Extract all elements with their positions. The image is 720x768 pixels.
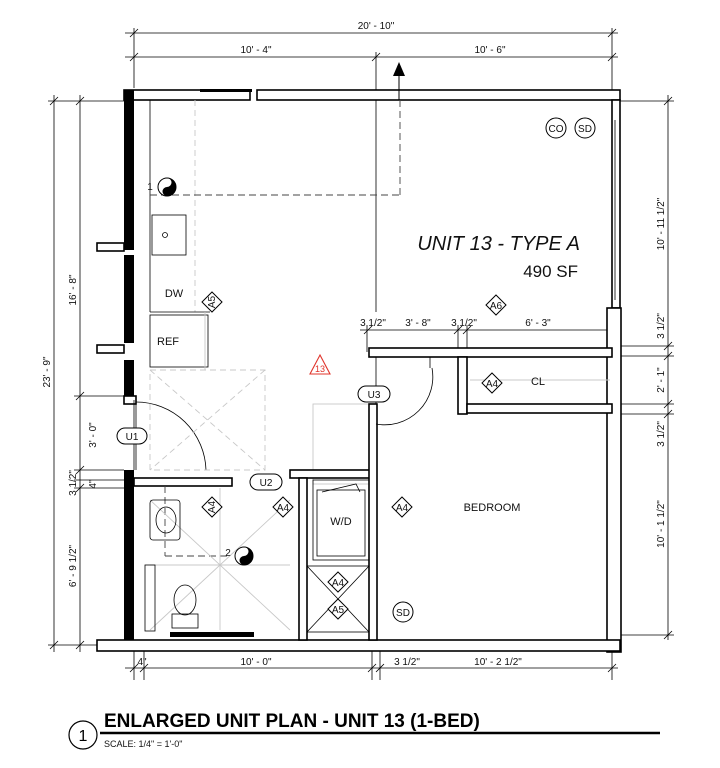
dim-right-wall-b: 3 1/2" <box>656 421 667 447</box>
dim-right-upper: 10' - 11 1/2" <box>656 197 667 250</box>
dim-bottom-b: 10' - 0" <box>240 657 271 668</box>
dim-top-left: 10' - 4" <box>240 45 271 56</box>
ref-label: REF <box>157 336 179 348</box>
dim-left-wall-a: 3 1/2" <box>68 470 79 496</box>
kitchen <box>149 100 401 370</box>
unit-area: 490 SF <box>523 262 578 281</box>
title-block: 1 ENLARGED UNIT PLAN - UNIT 13 (1-BED) S… <box>68 711 660 750</box>
u3-label: U3 <box>368 390 381 401</box>
laundry <box>306 403 378 641</box>
dim-closet-c: 3 1/2" <box>451 318 477 329</box>
co-detector-icon: CO <box>545 117 567 139</box>
tag-a5-shaft: A5 <box>327 598 349 620</box>
dim-right-closet: 2' - 1" <box>656 367 667 393</box>
tag-a4-bath: A4 <box>201 496 223 518</box>
tag-a4-wd-left: A4 <box>272 496 294 518</box>
a4-bath-label: A4 <box>207 500 218 513</box>
dim-bottom-a: 4" <box>137 657 147 668</box>
north-arrow-icon <box>393 62 405 100</box>
unit-title: UNIT 13 - TYPE A <box>417 233 580 255</box>
a4-wd-left-label: A4 <box>277 503 290 514</box>
dim-bottom-c: 3 1/2" <box>394 657 420 668</box>
tag-a5-kitchen: A5 <box>201 291 223 313</box>
tag-u2: U2 <box>249 473 283 491</box>
sd-bottom-label: SD <box>396 608 410 619</box>
dim-closet-a: 3 1/2" <box>360 318 386 329</box>
tag-a4-closet: A4 <box>481 372 503 394</box>
closet-label: CL <box>531 376 545 388</box>
smoke-detector-bottom-icon: SD <box>392 601 414 623</box>
a5-shaft-label: A5 <box>332 605 345 616</box>
dim-closet-d: 6' - 3" <box>525 318 551 329</box>
detail-1-label: 1 <box>147 182 153 193</box>
dim-overall-width: 20' - 10" <box>358 21 395 32</box>
revision-triangle-icon: 13 <box>309 353 331 375</box>
tag-a6: A6 <box>485 294 507 316</box>
smoke-detector-icon: SD <box>574 117 596 139</box>
dim-left-overall: 23' - 9" <box>42 356 53 387</box>
tag-a4-wd-right: A4 <box>391 496 413 518</box>
dim-bottom-d: 10' - 2 1/2" <box>474 657 522 668</box>
ceiling-ghost <box>149 369 370 485</box>
u1-label: U1 <box>126 432 139 443</box>
dimension-lines <box>48 28 674 680</box>
tag-u3: U3 <box>357 385 391 403</box>
tag-u1: U1 <box>116 427 148 445</box>
drawing-number: 1 <box>79 728 88 745</box>
detail-marker-1-icon: 1 <box>147 177 177 197</box>
drawing-scale: SCALE: 1/4" = 1'-0" <box>104 739 182 749</box>
revision-note-label: 13 <box>315 364 325 374</box>
u2-label: U2 <box>260 478 273 489</box>
a5-kitchen-label: A5 <box>207 295 218 308</box>
a4-shaft-label: A4 <box>332 578 345 589</box>
washer-dryer-label: W/D <box>330 516 351 528</box>
a4-closet-label: A4 <box>486 379 499 390</box>
exterior-walls <box>96 89 622 653</box>
dim-left-door: 3' - 0" <box>88 422 99 448</box>
bathroom <box>133 469 371 641</box>
a6-label: A6 <box>490 301 503 312</box>
dim-top-right: 10' - 6" <box>474 45 505 56</box>
dw-label: DW <box>165 288 184 300</box>
bedroom-label: BEDROOM <box>464 502 521 514</box>
sd-top-label: SD <box>578 124 592 135</box>
dim-right-wall-a: 3 1/2" <box>656 313 667 339</box>
detail-2-label: 2 <box>225 548 231 559</box>
dim-left-upper: 16' - 8" <box>68 274 79 305</box>
dim-left-lower: 6' - 9 1/2" <box>68 544 79 587</box>
detail-marker-2-icon: 2 <box>225 546 254 566</box>
drawing-title: ENLARGED UNIT PLAN - UNIT 13 (1-BED) <box>104 711 480 732</box>
tag-a4-shaft: A4 <box>327 571 349 593</box>
dim-closet-b: 3' - 8" <box>405 318 431 329</box>
dim-right-lower: 10' - 1 1/2" <box>656 500 667 548</box>
dim-left-wall-b: 4" <box>88 479 99 489</box>
a4-wd-right-label: A4 <box>396 503 409 514</box>
co-label: CO <box>549 124 564 135</box>
